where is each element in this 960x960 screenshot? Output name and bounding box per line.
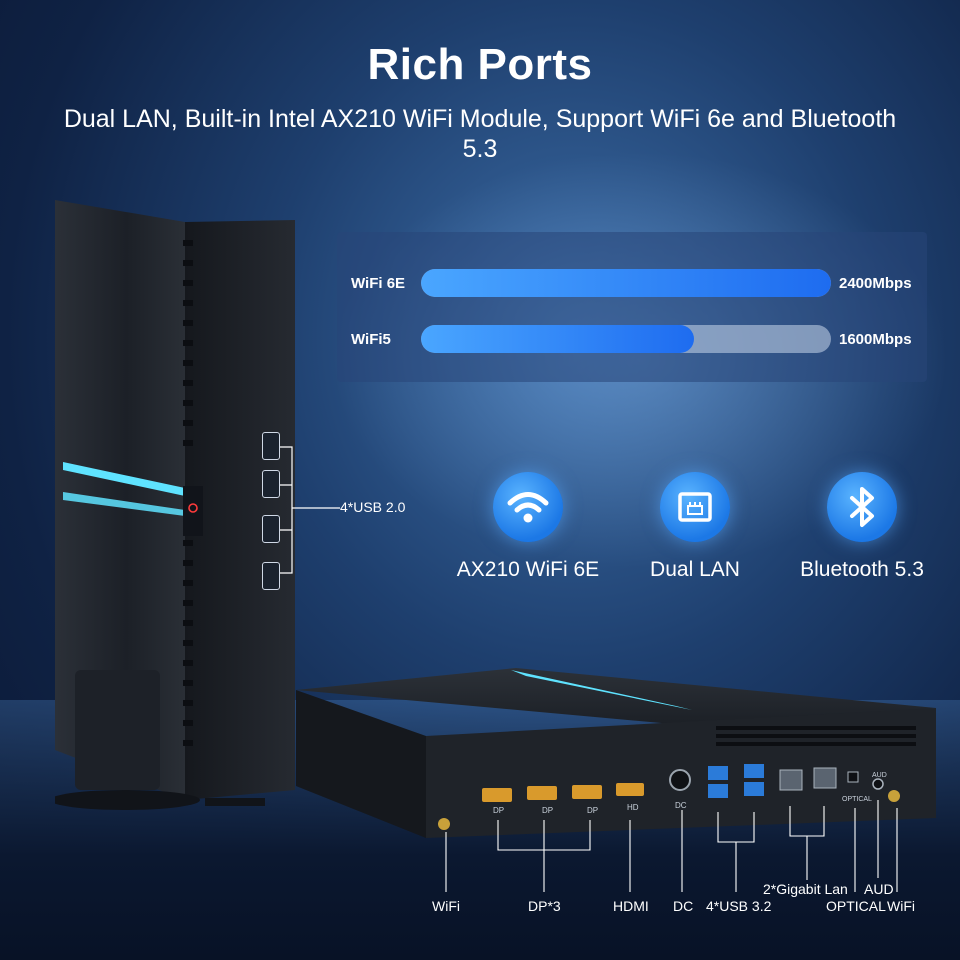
- usb-2-port: [262, 515, 280, 543]
- usb-2-port: [262, 432, 280, 460]
- port-label-optical: OPTICAL: [826, 898, 886, 914]
- speed-value: 1600Mbps: [839, 331, 912, 348]
- usb-bracket-line: [280, 446, 304, 574]
- port-label-aud: AUD: [864, 881, 894, 897]
- speed-bar-track: [421, 269, 831, 297]
- feature-dual-lan: Dual LAN: [595, 472, 795, 582]
- usb-2-port: [262, 470, 280, 498]
- speed-bar-fill: [421, 269, 831, 297]
- speed-row-wifi6e: WiFi 6E 2400Mbps: [337, 269, 927, 299]
- feature-label: AX210 WiFi 6E: [456, 558, 600, 581]
- port-marking-dp: DP: [587, 806, 599, 815]
- usb-2-port: [262, 562, 280, 590]
- speed-bar-fill: [421, 325, 695, 353]
- usb-callout-line: [304, 507, 340, 509]
- port-marking-dp: DP: [542, 806, 554, 815]
- feature-label: Bluetooth 5.3: [800, 558, 924, 581]
- port-marking-dc: DC: [675, 801, 687, 810]
- ethernet-icon: [660, 472, 730, 542]
- wifi-icon: [493, 472, 563, 542]
- speed-label: WiFi5: [351, 331, 391, 348]
- port-label-hdmi: HDMI: [613, 898, 649, 914]
- port-marking-hd: HD: [627, 803, 639, 812]
- port-marking-dp: DP: [493, 806, 505, 815]
- bluetooth-icon: [827, 472, 897, 542]
- port-label-wifi-left: WiFi: [432, 898, 460, 914]
- feature-label: Dual LAN: [650, 558, 740, 581]
- feature-wifi: AX210 WiFi 6E: [428, 472, 628, 582]
- port-label-dc: DC: [673, 898, 694, 914]
- port-marking-optical: OPTICAL: [842, 796, 872, 803]
- speed-value: 2400Mbps: [839, 275, 912, 292]
- port-label-gigabit-lan: 2*Gigabit Lan: [763, 881, 848, 897]
- feature-bluetooth: Bluetooth 5.3: [762, 472, 960, 582]
- wifi-speed-panel: WiFi 6E 2400Mbps WiFi5 1600Mbps: [337, 232, 927, 382]
- port-marking-aud: AUD: [872, 772, 887, 779]
- speed-label: WiFi 6E: [351, 275, 406, 292]
- page-subtitle: Dual LAN, Built-in Intel AX210 WiFi Modu…: [63, 105, 897, 163]
- desktop-pc-image: [296, 668, 936, 838]
- port-label-usb32: 4*USB 3.2: [706, 898, 772, 914]
- port-label-dp: DP*3: [528, 898, 561, 914]
- port-label-wifi-right: WiFi: [887, 898, 915, 914]
- speed-bar-track: [421, 325, 831, 353]
- page-title: Rich Ports: [367, 40, 593, 89]
- speed-row-wifi5: WiFi5 1600Mbps: [337, 325, 927, 355]
- tower-pc-image: [50, 200, 295, 810]
- usb-2-callout: 4*USB 2.0: [340, 499, 406, 515]
